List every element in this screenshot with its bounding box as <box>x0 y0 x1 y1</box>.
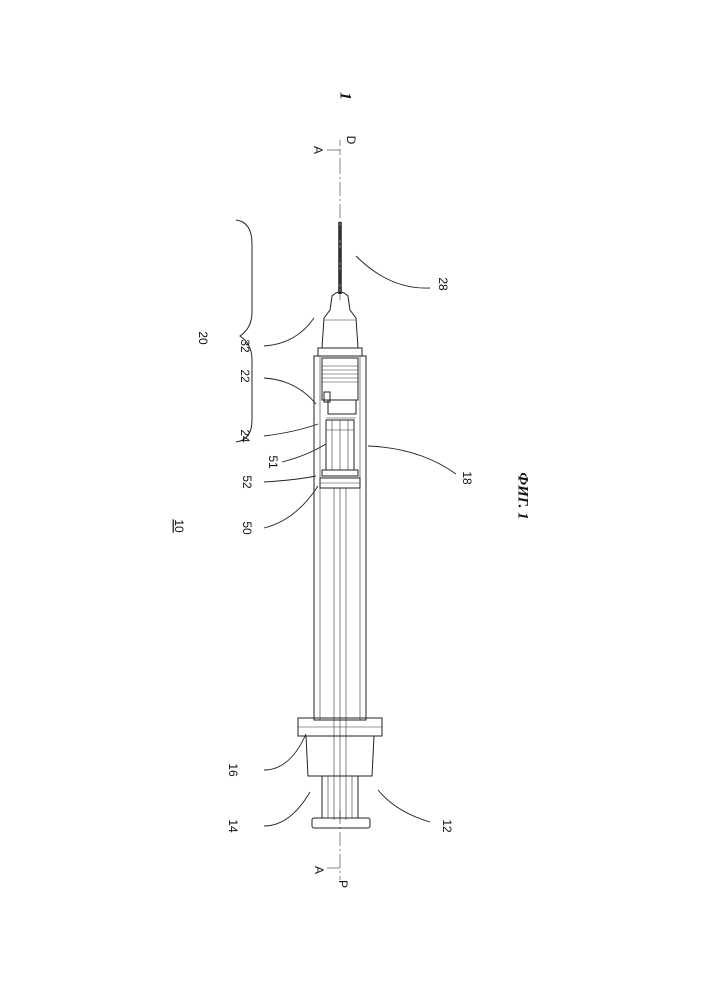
callout-16: 16 <box>226 763 240 777</box>
needle-housing <box>322 358 358 418</box>
callout-12: 12 <box>440 819 454 833</box>
callout-20: 20 <box>196 331 210 345</box>
axis-label-proximal: P <box>336 880 350 888</box>
axis-label-a-bottom: A <box>312 866 326 874</box>
callout-24: 24 <box>238 429 252 443</box>
callout-50: 50 <box>240 521 254 535</box>
callout-18: 18 <box>460 471 474 485</box>
callout-22: 22 <box>238 369 252 383</box>
figure-caption: ФИГ. 1 <box>515 472 531 519</box>
needle-hub <box>318 292 362 356</box>
callout-28: 28 <box>436 277 450 291</box>
brace-20 <box>236 220 252 442</box>
thumb-press <box>312 818 370 828</box>
inner-mechanism <box>320 420 360 488</box>
plunger-rod <box>334 488 346 820</box>
sheet-number: 1 <box>336 92 353 100</box>
axis-line <box>327 140 340 880</box>
callout-32: 32 <box>238 339 252 353</box>
callout-14: 14 <box>226 819 240 833</box>
axis-label-distal: D <box>344 136 358 145</box>
device-label-10: 10 <box>172 519 186 533</box>
axis-label-a-top: A <box>311 146 325 154</box>
callout-51: 51 <box>266 455 280 469</box>
callout-52: 52 <box>240 475 254 489</box>
